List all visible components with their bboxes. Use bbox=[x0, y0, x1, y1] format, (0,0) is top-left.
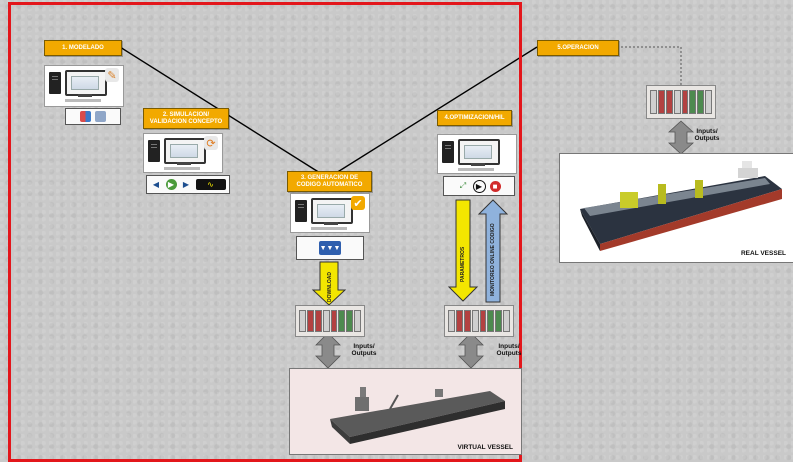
grid-icon bbox=[95, 111, 106, 122]
pencil-icon: ✎ bbox=[105, 68, 119, 82]
download-text: DOWNLOAD bbox=[327, 272, 333, 302]
monitoreo-arrow bbox=[477, 199, 509, 303]
blocks-icon bbox=[80, 111, 91, 122]
toolbar-simulacion: ◀ ▶ ▶ ∿ bbox=[146, 175, 230, 194]
step-forward-icon: ▶ bbox=[182, 180, 190, 189]
io-label-mid: Inputs/ Outputs bbox=[496, 343, 522, 357]
plc-rack-right bbox=[646, 85, 716, 119]
toolbar-optimizacion: ⤢ ▶ ■ bbox=[443, 176, 515, 196]
io-label-left: Inputs/ Outputs bbox=[351, 343, 377, 357]
plc-rack-mid bbox=[444, 305, 514, 337]
label-operacion: 5.OPERACION bbox=[537, 40, 619, 56]
connector-line-2 bbox=[327, 46, 538, 179]
label-generacion: 3. GENERACION DE CODIGO AUTOMATICO bbox=[287, 171, 372, 192]
stop-icon: ■ bbox=[489, 180, 501, 192]
real-ship-icon bbox=[580, 161, 782, 251]
parametros-arrow bbox=[447, 199, 479, 302]
code-gen-icon: ▼▼▼ bbox=[319, 241, 341, 255]
pc-optimizacion bbox=[437, 134, 517, 174]
play-icon: ▶ bbox=[165, 179, 177, 190]
connector-dotted bbox=[617, 46, 682, 85]
pc-simulacion: ⟳ bbox=[143, 133, 223, 173]
scope-icon: ∿ bbox=[195, 179, 226, 190]
virtual-ship-icon bbox=[330, 387, 505, 444]
toolbar-generacion: ▼▼▼ bbox=[296, 236, 364, 260]
pc-modelado: ✎ bbox=[44, 65, 124, 107]
io-arrow-right bbox=[667, 120, 695, 155]
pc-generacion: ✔ bbox=[290, 193, 370, 233]
parametros-text: PARAMETROS bbox=[460, 246, 466, 282]
real-vessel-label: REAL VESSEL bbox=[740, 250, 786, 257]
connect-icon: ⤢ bbox=[459, 181, 467, 190]
label-modelado: 1. MODELADO bbox=[44, 40, 122, 56]
io-label-right: Inputs/ Outputs bbox=[694, 128, 720, 142]
virtual-vessel-panel: VIRTUAL VESSEL bbox=[289, 368, 522, 455]
real-vessel-panel: REAL VESSEL bbox=[559, 153, 793, 263]
check-icon: ✔ bbox=[351, 196, 365, 210]
label-optimizacion: 4.OPTIMIZACION/HIL bbox=[437, 110, 512, 126]
refresh-icon: ⟳ bbox=[204, 136, 218, 150]
run-icon: ▶ bbox=[472, 179, 486, 193]
download-arrow bbox=[311, 261, 347, 306]
plc-rack-left bbox=[295, 305, 365, 337]
virtual-vessel-label: VIRTUAL VESSEL bbox=[457, 444, 513, 451]
monitoreo-text: MONITOREO ONLINE CODIGO bbox=[490, 223, 496, 296]
connector-lines bbox=[119, 46, 695, 369]
label-simulacion: 2. SIMULACION/ VALIDACION CONCEPTO bbox=[143, 108, 229, 129]
toolbar-modelado bbox=[65, 108, 121, 125]
step-back-icon: ◀ bbox=[152, 180, 160, 189]
